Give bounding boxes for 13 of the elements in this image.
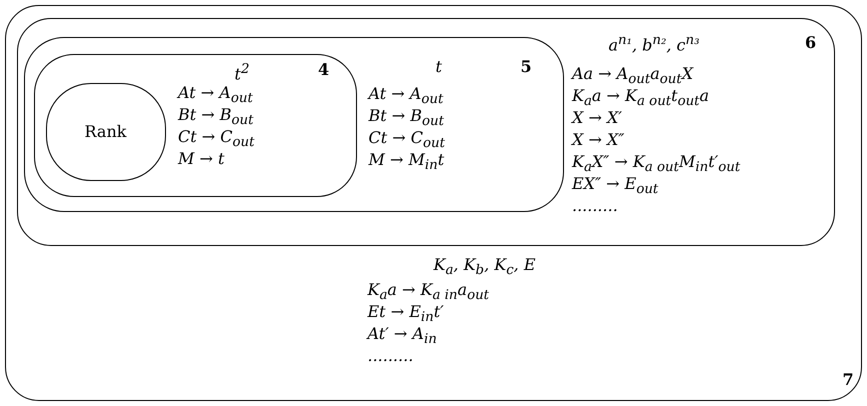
object-multiset: a$^{n₁}$, b$^{n₂}$, c$^{n₃}$	[608, 32, 700, 56]
region-label: Rank	[84, 120, 126, 142]
object-multiset: t	[436, 56, 442, 78]
membrane-number: 6	[805, 32, 816, 54]
membrane-box	[16, 18, 834, 246]
membrane-box	[24, 37, 564, 212]
membrane-number: 4	[318, 59, 330, 81]
membrane-box	[5, 5, 862, 401]
object-multiset: K$_{a}$, K$_{b}$, K$_{c}$, E	[434, 254, 536, 280]
membrane-number: 7	[842, 368, 854, 390]
membrane-number: 5	[520, 56, 532, 78]
membrane-box	[34, 54, 356, 196]
rule-text: X → X″	[572, 129, 624, 151]
